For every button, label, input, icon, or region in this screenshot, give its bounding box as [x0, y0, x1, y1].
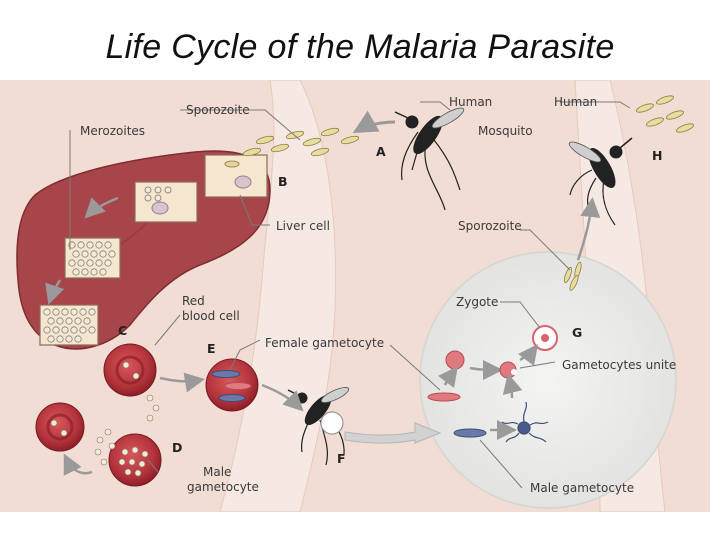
liver-cell-b — [204, 154, 268, 198]
flow-arrow-f-to-g — [344, 422, 442, 444]
liver-organ — [16, 150, 271, 350]
label-human-right: Human — [554, 95, 597, 109]
label-gametocytes-unite: Gametocytes unite — [562, 358, 676, 372]
label-male-gametocyte-line2: gametocyte — [187, 480, 259, 494]
label-leader-lines — [69, 101, 631, 489]
stage-label-f: F — [337, 451, 346, 466]
label-red-blood-cell-line2: blood cell — [182, 309, 240, 323]
released-merozoites — [94, 394, 160, 466]
label-red-blood-cell-line1: Red — [182, 294, 205, 308]
female-gametocyte-elongated — [427, 392, 461, 402]
label-female-gametocyte: Female gametocyte — [265, 336, 384, 350]
sporozoite-stream — [242, 127, 360, 157]
label-liver-cell: Liver cell — [276, 219, 330, 233]
sporozoite-stream-right — [636, 95, 694, 133]
stage-label-e: E — [207, 341, 216, 356]
mosquito-gut-circle — [419, 251, 677, 509]
stage-label-h: H — [652, 148, 662, 163]
label-male-gametocyte-right: Male gametocyte — [530, 481, 634, 495]
stage-label-g: G — [572, 325, 582, 340]
diagram-title: Life Cycle of the Malaria Parasite — [105, 28, 615, 66]
red-blood-cell-c — [103, 343, 157, 397]
sporozoite-cluster — [563, 261, 582, 291]
liver-cell-merozoites — [64, 237, 121, 279]
liver-cell-infected-1 — [134, 181, 198, 223]
stage-label-a: A — [376, 144, 386, 159]
label-sporozoite-top: Sporozoite — [186, 103, 250, 117]
liver-cell-merozoites-2 — [39, 304, 99, 346]
mosquito-a — [394, 107, 465, 211]
red-blood-cell-e — [205, 358, 259, 412]
zygote — [532, 325, 558, 351]
female-gametocyte-cell — [445, 350, 465, 370]
label-human-left: Human — [449, 95, 492, 109]
stage-label-d: D — [172, 440, 182, 455]
label-merozoites: Merozoites — [80, 124, 145, 138]
red-blood-cell-left — [35, 402, 85, 452]
label-zygote: Zygote — [456, 295, 498, 309]
red-blood-cell-d — [108, 433, 162, 487]
malaria-life-cycle-diagram: A B C D E F G H Sporozoite Merozoites Hu… — [0, 80, 710, 512]
label-male-gametocyte-line1: Male — [203, 465, 231, 479]
stage-label-c: C — [118, 323, 127, 338]
male-gametocyte-elongated — [453, 428, 487, 438]
label-sporozoite-right: Sporozoite — [458, 219, 522, 233]
stage-label-b: B — [278, 174, 288, 189]
male-gamete-flagellated — [501, 401, 549, 443]
label-mosquito: Mosquito — [478, 124, 533, 138]
